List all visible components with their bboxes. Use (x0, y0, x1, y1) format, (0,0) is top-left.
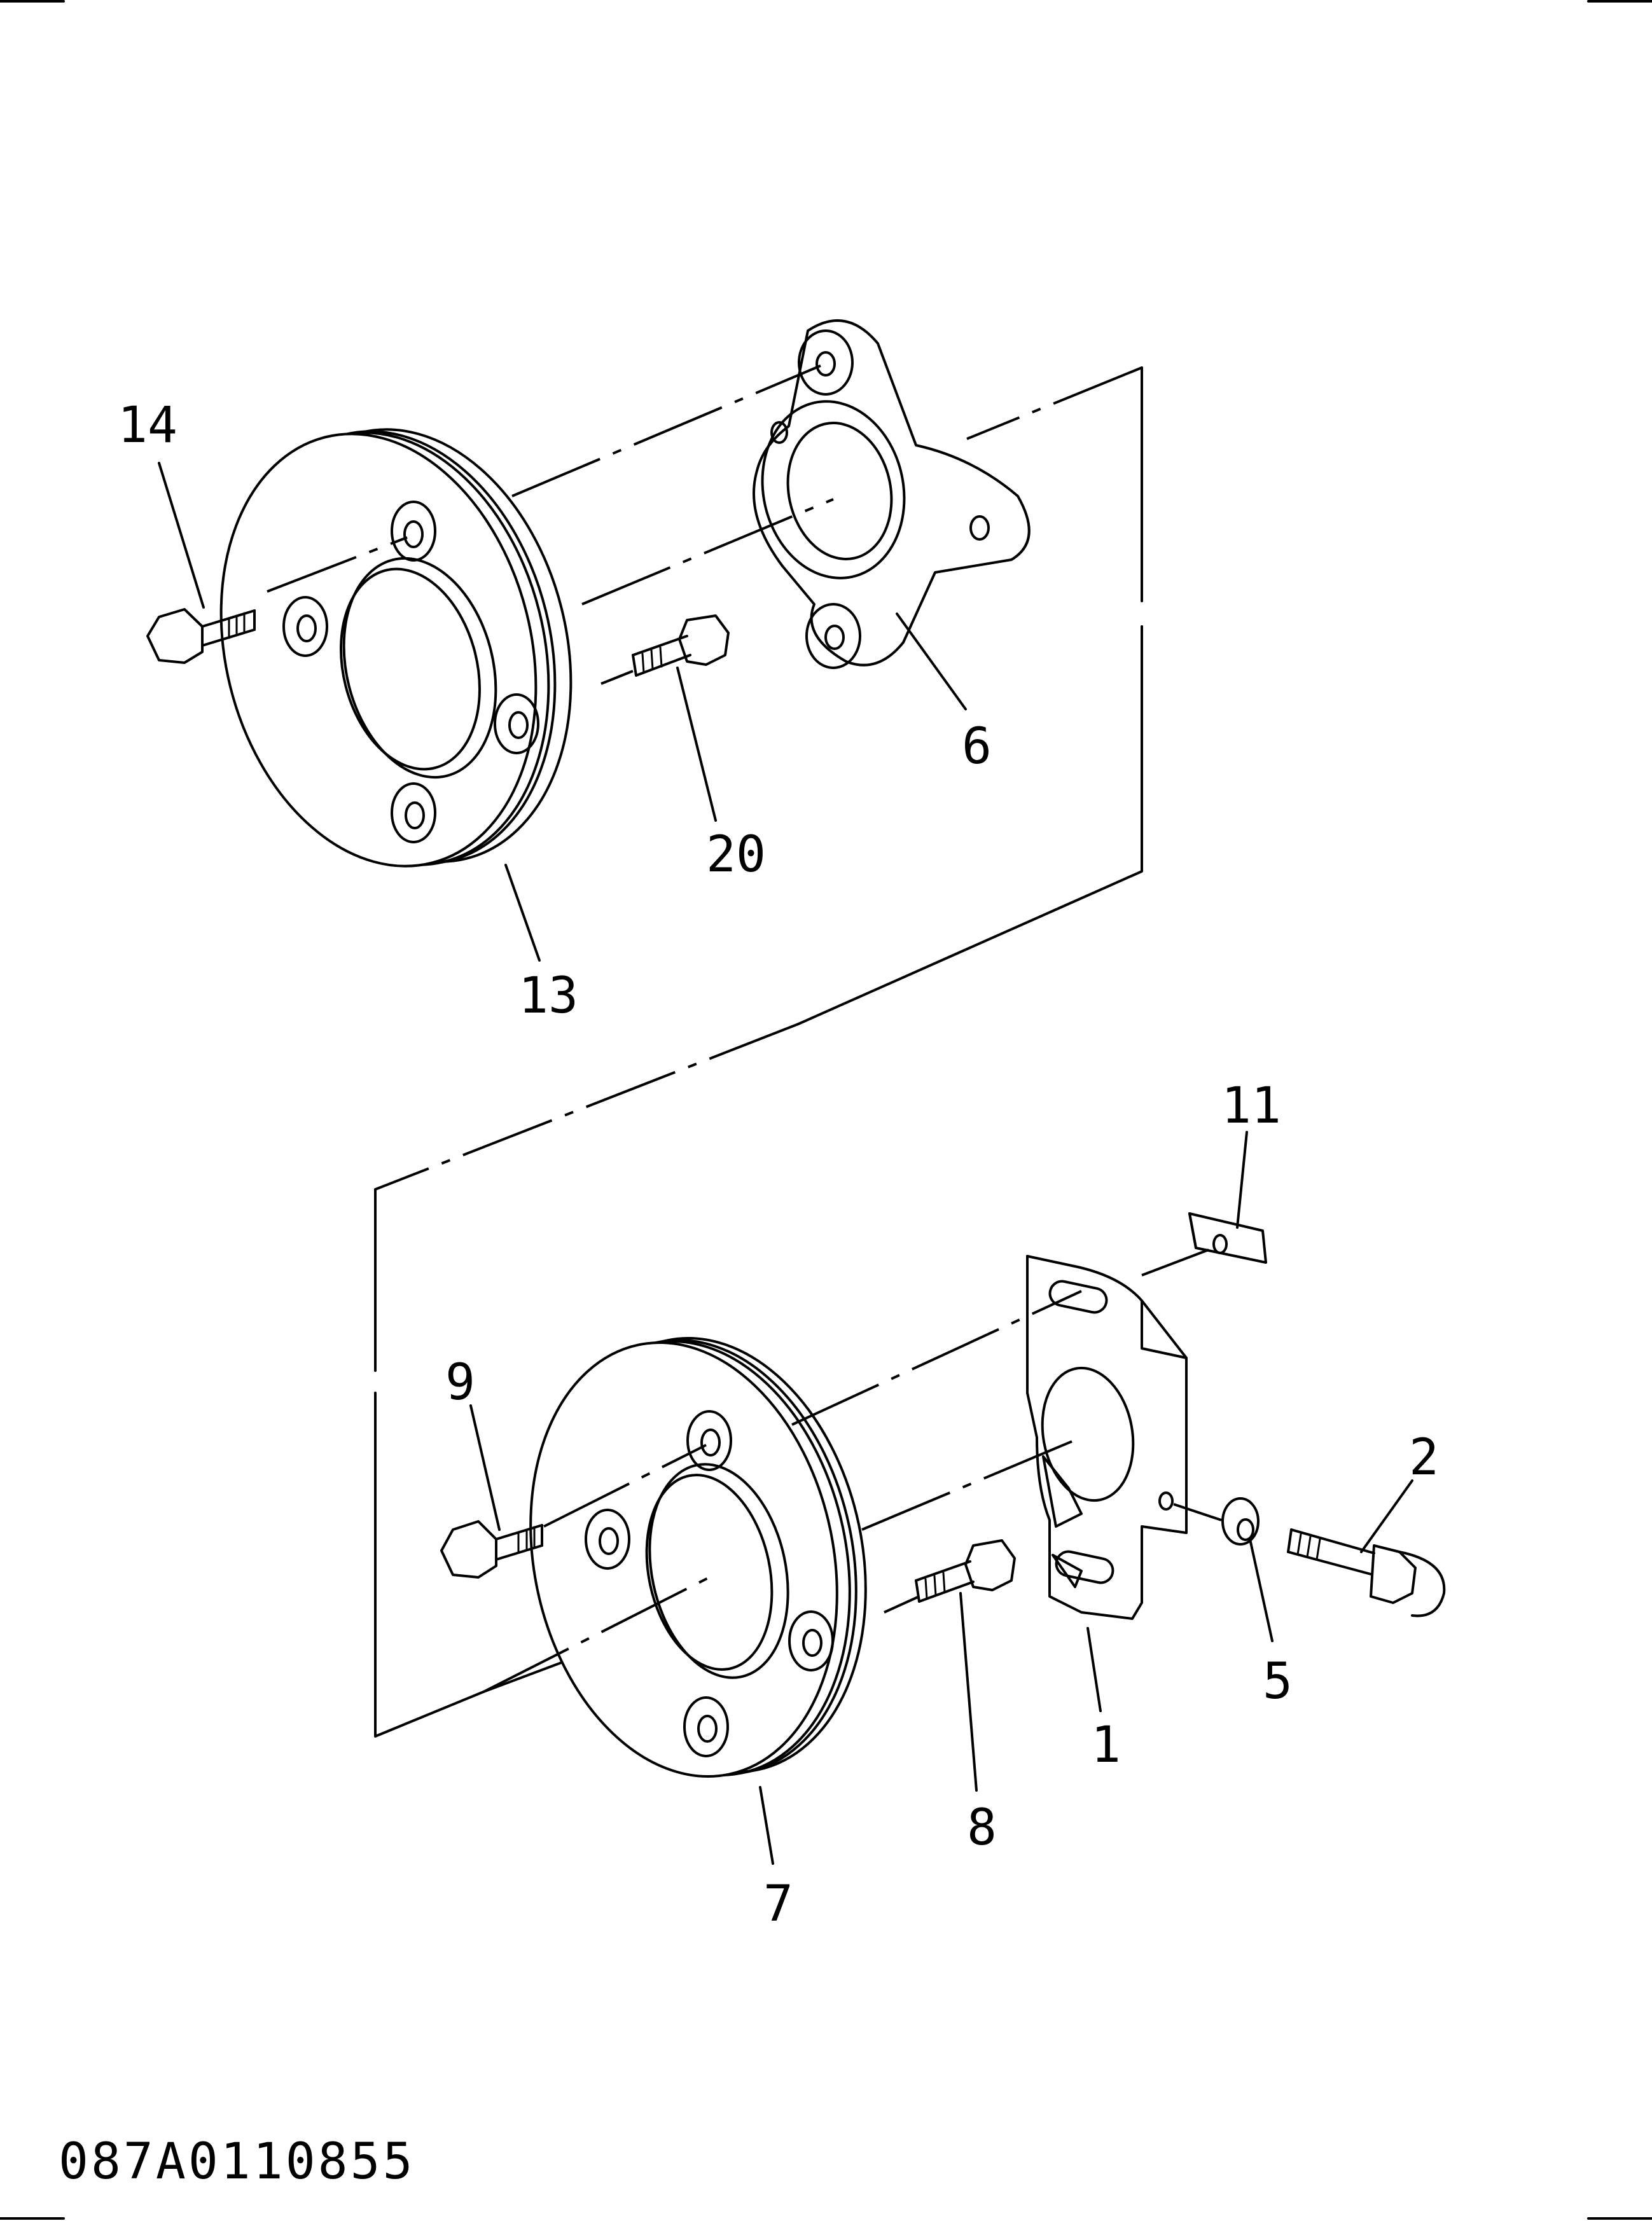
callout-1: 1 (1091, 1717, 1121, 1774)
part-1-bracket (1026, 1255, 1188, 1620)
part-13-upper-disc (219, 428, 573, 868)
upper-axis-lines (267, 364, 834, 685)
part-7-lower-disc (529, 1337, 867, 1778)
drawing-code: 087A0110855 (59, 2133, 415, 2190)
callout-6: 6 (962, 718, 992, 775)
callout-7: 7 (763, 1876, 793, 1933)
part-5-washer (1221, 1497, 1260, 1546)
part-8-bolt (915, 1539, 1016, 1603)
callout-8: 8 (967, 1799, 997, 1857)
callout-13: 13 (518, 967, 578, 1025)
callout-11: 11 (1221, 1077, 1281, 1135)
part-14-bolt (146, 608, 256, 664)
callout-5: 5 (1263, 1653, 1293, 1710)
part-11-nut (1188, 1212, 1267, 1264)
part-20-bolt (632, 614, 730, 677)
callout-14: 14 (118, 397, 177, 454)
callout-labels: 14 20 6 13 11 9 2 5 1 8 7 (118, 397, 1439, 1933)
group-boundary (374, 366, 1143, 1738)
part-2-bolt (1287, 1528, 1446, 1617)
part-9-bolt (440, 1520, 543, 1579)
leader-lines (158, 462, 1413, 1865)
part-6-flange (753, 319, 1031, 669)
lower-axis-lines (483, 1249, 1222, 1693)
callout-2: 2 (1409, 1429, 1439, 1486)
callout-9: 9 (445, 1354, 475, 1411)
callout-20: 20 (706, 826, 766, 883)
